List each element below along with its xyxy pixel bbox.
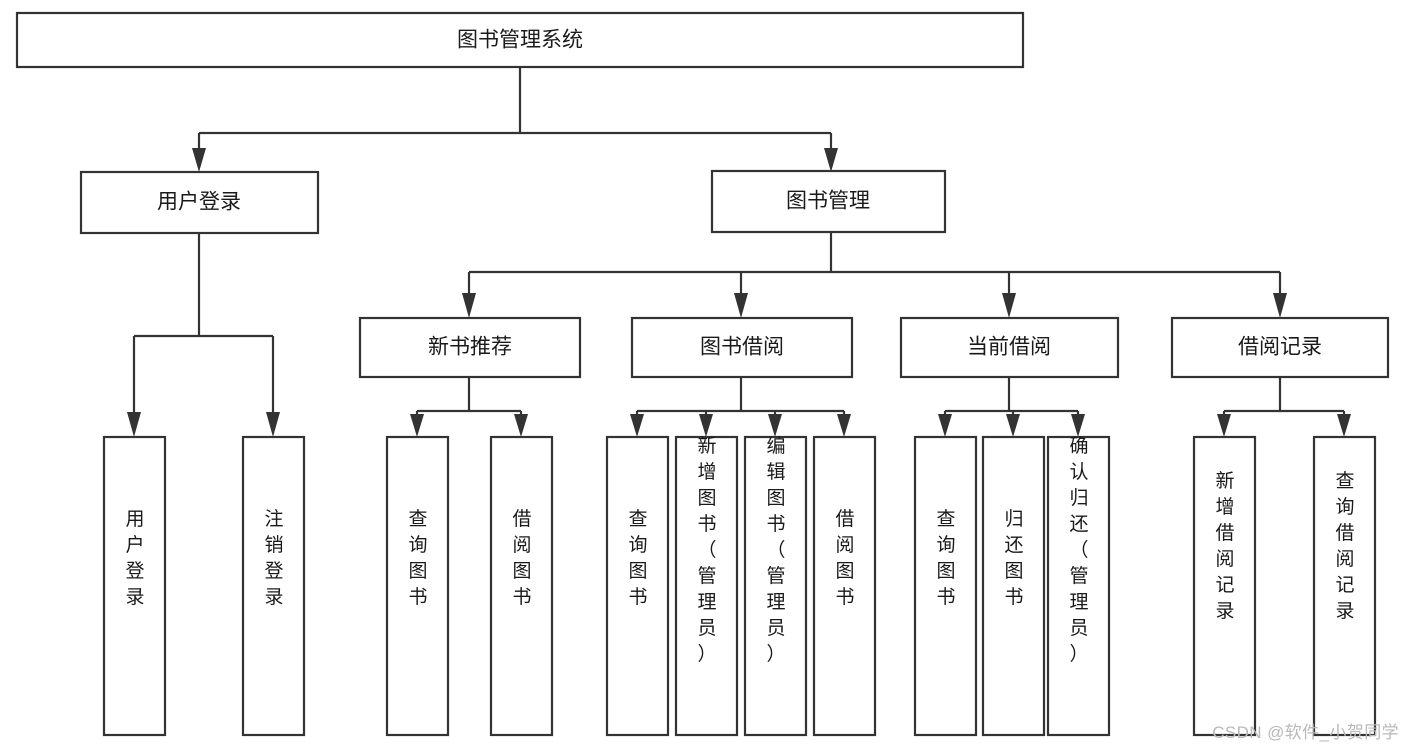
arrow-borrow-leaf2 — [699, 414, 713, 437]
node-new-book-recommend-box[interactable] — [358, 316, 582, 379]
node-new-book-recommend[interactable]: 新书推荐 — [358, 316, 582, 379]
leaf-book-borrow-1-label: 新增图书（管理员） — [697, 435, 716, 665]
arrow-root-to-book-mgmt — [824, 148, 838, 172]
leaf-borrow-record-0-label: 新增借阅记录 — [1215, 470, 1234, 622]
node-user-login[interactable]: 用户登录 — [79, 170, 320, 235]
arrow-current-leaf3 — [1071, 414, 1085, 437]
arrow-current-leaf1 — [938, 414, 952, 437]
arrow-record-leaf2 — [1337, 414, 1351, 437]
leaf-new-book-1[interactable]: 借阅图书 — [489, 435, 554, 737]
arrow-root-to-user-login — [192, 148, 206, 172]
node-root-system-box[interactable] — [15, 11, 1025, 69]
arrow-borrow-leaf1 — [630, 414, 644, 437]
leaf-current-borrow-0[interactable]: 查询图书 — [913, 435, 978, 737]
leaf-borrow-record-1[interactable]: 查询借阅记录 — [1312, 435, 1377, 737]
leaf-current-borrow-1[interactable]: 归还图书 — [981, 435, 1046, 737]
leaf-current-borrow-0-box[interactable] — [913, 435, 978, 737]
arrow-new-book-leaf2 — [514, 414, 528, 437]
leaf-user-login-1-label: 注销登录 — [264, 508, 283, 608]
leaf-book-borrow-1[interactable]: 新增图书（管理员） — [674, 435, 739, 737]
leaf-book-borrow-3[interactable]: 借阅图书 — [812, 435, 877, 737]
csdn-watermark: CSDN @软件_小贺同学 — [1212, 723, 1399, 742]
node-book-management-label: 图书管理 — [786, 190, 870, 213]
node-book-management[interactable]: 图书管理 — [710, 169, 947, 234]
leaf-borrow-record-1-box[interactable] — [1312, 435, 1377, 737]
leaf-user-login-0-label: 用户登录 — [125, 509, 144, 608]
leaf-book-borrow-3-label: 借阅图书 — [835, 508, 854, 608]
leaf-user-login-0-box[interactable] — [102, 435, 167, 737]
leaf-new-book-0-label: 查询图书 — [408, 508, 427, 608]
arrow-user-login-leaf2 — [266, 412, 280, 437]
arrow-book-mgmt-to-borrow — [734, 293, 748, 318]
leaf-book-borrow-2-box[interactable] — [743, 435, 808, 737]
arrow-user-login-leaf1 — [127, 412, 141, 437]
leaf-book-borrow-3-box[interactable] — [812, 435, 877, 737]
leaf-borrow-record-1-label: 查询借阅记录 — [1335, 470, 1354, 622]
arrow-borrow-leaf4 — [837, 414, 851, 437]
connector-layer — [127, 67, 1351, 437]
leaf-borrow-record-0[interactable]: 新增借阅记录 — [1192, 435, 1257, 737]
leaf-new-book-0[interactable]: 查询图书 — [385, 435, 450, 737]
leaf-user-login-1[interactable]: 注销登录 — [241, 435, 306, 737]
leaf-current-borrow-1-box[interactable] — [981, 435, 1046, 737]
arrow-record-leaf1 — [1217, 414, 1231, 437]
leaf-new-book-1-box[interactable] — [489, 435, 554, 737]
arrow-book-mgmt-to-record — [1273, 293, 1287, 318]
node-book-borrow-box[interactable] — [630, 316, 854, 379]
leaf-current-borrow-0-label: 查询图书 — [936, 508, 955, 608]
arrow-borrow-leaf3 — [768, 414, 782, 437]
node-current-borrow-box[interactable] — [899, 316, 1120, 379]
leaf-current-borrow-2-label: 确认归还（管理员） — [1069, 435, 1088, 665]
leaf-book-borrow-2[interactable]: 编辑图书（管理员） — [743, 435, 808, 737]
leaf-new-book-1-label: 借阅图书 — [512, 508, 531, 608]
node-new-book-recommend-label: 新书推荐 — [428, 336, 512, 359]
node-book-borrow[interactable]: 图书借阅 — [630, 316, 854, 379]
arrow-new-book-leaf1 — [410, 414, 424, 437]
node-root-system-label: 图书管理系统 — [457, 29, 583, 52]
leaf-current-borrow-2[interactable]: 确认归还（管理员） — [1046, 435, 1111, 737]
leaf-current-borrow-2-box[interactable] — [1046, 435, 1111, 737]
arrow-book-mgmt-to-new-book — [462, 293, 476, 318]
node-borrow-record-box[interactable] — [1170, 316, 1390, 379]
node-user-login-box[interactable] — [79, 170, 320, 235]
leaf-borrow-record-0-box[interactable] — [1192, 435, 1257, 737]
node-current-borrow[interactable]: 当前借阅 — [899, 316, 1120, 379]
leaf-book-borrow-0-box[interactable] — [605, 435, 670, 737]
node-borrow-record[interactable]: 借阅记录 — [1170, 316, 1390, 379]
leaf-book-borrow-2-label: 编辑图书（管理员） — [766, 435, 785, 665]
node-user-login-label: 用户登录 — [157, 191, 241, 214]
leaf-book-borrow-0-label: 查询图书 — [628, 508, 647, 608]
node-borrow-record-label: 借阅记录 — [1238, 336, 1322, 359]
node-book-management-box[interactable] — [710, 169, 947, 234]
node-book-borrow-label: 图书借阅 — [700, 336, 784, 359]
node-root-system[interactable]: 图书管理系统 — [15, 11, 1025, 69]
leaf-user-login-0[interactable]: 用户登录 — [102, 435, 167, 737]
leaf-current-borrow-1-label: 归还图书 — [1004, 508, 1023, 608]
leaf-new-book-0-box[interactable] — [385, 435, 450, 737]
leaf-book-borrow-0[interactable]: 查询图书 — [605, 435, 670, 737]
node-current-borrow-label: 当前借阅 — [967, 336, 1051, 359]
arrow-current-leaf2 — [1006, 414, 1020, 437]
leaf-book-borrow-1-box[interactable] — [674, 435, 739, 737]
leaf-user-login-1-box[interactable] — [241, 435, 306, 737]
arrow-book-mgmt-to-current — [1002, 293, 1016, 318]
